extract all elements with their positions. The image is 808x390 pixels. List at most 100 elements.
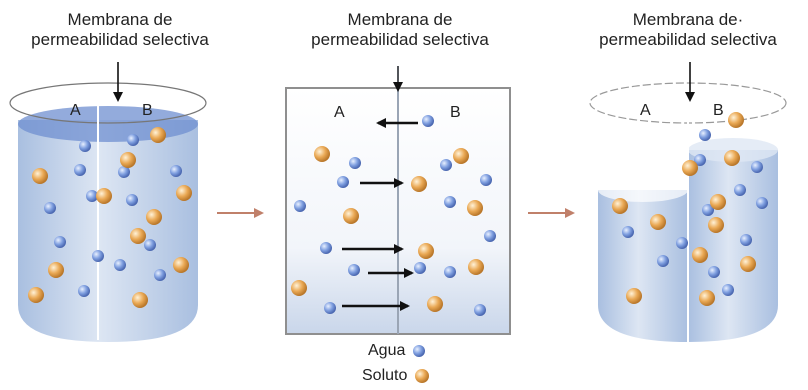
water-particle bbox=[154, 269, 166, 281]
solute-particle bbox=[291, 280, 307, 296]
particles-left bbox=[28, 127, 192, 308]
water-particle bbox=[127, 134, 139, 146]
solute-particle bbox=[699, 290, 715, 306]
water-particle bbox=[126, 194, 138, 206]
water-particle bbox=[444, 196, 456, 208]
solute-particle bbox=[650, 214, 666, 230]
legend-solute: Soluto bbox=[362, 367, 431, 385]
water-particle bbox=[480, 174, 492, 186]
caption-right: Membrana de· permeabilidad selectiva bbox=[568, 10, 808, 50]
solute-particle bbox=[28, 287, 44, 303]
beaker-left-label-a: A bbox=[70, 102, 81, 119]
solute-particle bbox=[453, 148, 469, 164]
container-middle-label-a: A bbox=[334, 104, 345, 121]
water-particle bbox=[320, 242, 332, 254]
solute-particle bbox=[96, 188, 112, 204]
beaker-left-liquid bbox=[18, 120, 198, 342]
water-particle bbox=[422, 115, 434, 127]
water-particle bbox=[44, 202, 56, 214]
water-particle bbox=[324, 302, 336, 314]
water-particle bbox=[54, 236, 66, 248]
water-particle bbox=[699, 129, 711, 141]
caption-middle-line1: Membrana de bbox=[347, 10, 453, 29]
solute-particle bbox=[418, 243, 434, 259]
legend-water-label: Agua bbox=[368, 342, 406, 359]
caption-right-line2: permeabilidad selectiva bbox=[599, 30, 777, 49]
water-particle bbox=[740, 234, 752, 246]
caption-middle: Membrana de permeabilidad selectiva bbox=[280, 10, 520, 50]
solute-particle bbox=[724, 150, 740, 166]
water-particle bbox=[349, 157, 361, 169]
beaker-right-label-a: A bbox=[640, 102, 651, 119]
water-particle bbox=[751, 161, 763, 173]
solute-particle bbox=[32, 168, 48, 184]
water-particle bbox=[74, 164, 86, 176]
water-particle-icon bbox=[413, 345, 426, 357]
beaker-left-label-b: B bbox=[142, 102, 153, 119]
solute-particle bbox=[48, 262, 64, 278]
solute-particle bbox=[132, 292, 148, 308]
caption-left: Membrana de permeabilidad selectiva bbox=[0, 10, 240, 50]
beaker-left-rim bbox=[9, 82, 207, 124]
water-particle bbox=[78, 285, 90, 297]
solute-particle bbox=[612, 198, 628, 214]
caption-right-line1: Membrana de· bbox=[632, 10, 744, 29]
particles-right bbox=[612, 112, 768, 306]
solute-particle bbox=[343, 208, 359, 224]
solute-particle bbox=[150, 127, 166, 143]
solute-particle bbox=[626, 288, 642, 304]
solute-particle bbox=[146, 209, 162, 225]
water-particle bbox=[702, 204, 714, 216]
solute-particle bbox=[468, 259, 484, 275]
solute-particle bbox=[467, 200, 483, 216]
water-particle bbox=[708, 266, 720, 278]
particles-middle bbox=[291, 115, 496, 316]
water-particle bbox=[414, 262, 426, 274]
container-middle bbox=[285, 66, 511, 335]
beaker-left-surface bbox=[18, 106, 198, 142]
solute-particle bbox=[692, 247, 708, 263]
solute-particle bbox=[314, 146, 330, 162]
solute-particle bbox=[710, 194, 726, 210]
water-particle bbox=[722, 284, 734, 296]
water-particle bbox=[92, 250, 104, 262]
solute-particle bbox=[411, 176, 427, 192]
water-particle bbox=[694, 154, 706, 166]
water-particle bbox=[79, 140, 91, 152]
water-particle bbox=[170, 165, 182, 177]
water-particle bbox=[676, 237, 688, 249]
legend-solute-label: Soluto bbox=[362, 367, 408, 384]
solute-particle-icon bbox=[415, 369, 430, 383]
caption-middle-line2: permeabilidad selectiva bbox=[311, 30, 489, 49]
caption-left-line1: Membrana de bbox=[67, 10, 173, 29]
water-particle bbox=[118, 166, 130, 178]
water-particle bbox=[474, 304, 486, 316]
water-particle bbox=[444, 266, 456, 278]
solute-particle bbox=[176, 185, 192, 201]
beaker-right-label-b: B bbox=[713, 102, 724, 119]
water-particle bbox=[337, 176, 349, 188]
water-particle bbox=[114, 259, 126, 271]
solute-particle bbox=[728, 112, 744, 128]
water-particle bbox=[622, 226, 634, 238]
solute-particle bbox=[173, 257, 189, 273]
solute-particle bbox=[682, 160, 698, 176]
beaker-right-surface-a bbox=[598, 178, 688, 202]
water-particle bbox=[756, 197, 768, 209]
beaker-right-liquid-a bbox=[598, 190, 688, 342]
solute-particle bbox=[740, 256, 756, 272]
water-particle bbox=[484, 230, 496, 242]
beaker-right-surface-b bbox=[688, 138, 778, 162]
beaker-right-liquid-b bbox=[688, 150, 778, 342]
water-particle bbox=[86, 190, 98, 202]
caption-left-line2: permeabilidad selectiva bbox=[31, 30, 209, 49]
water-particle bbox=[657, 255, 669, 267]
solute-particle bbox=[130, 228, 146, 244]
water-particle bbox=[348, 264, 360, 276]
water-particle bbox=[734, 184, 746, 196]
water-particle bbox=[144, 239, 156, 251]
solute-particle bbox=[708, 217, 724, 233]
water-particle bbox=[294, 200, 306, 212]
solute-particle bbox=[120, 152, 136, 168]
